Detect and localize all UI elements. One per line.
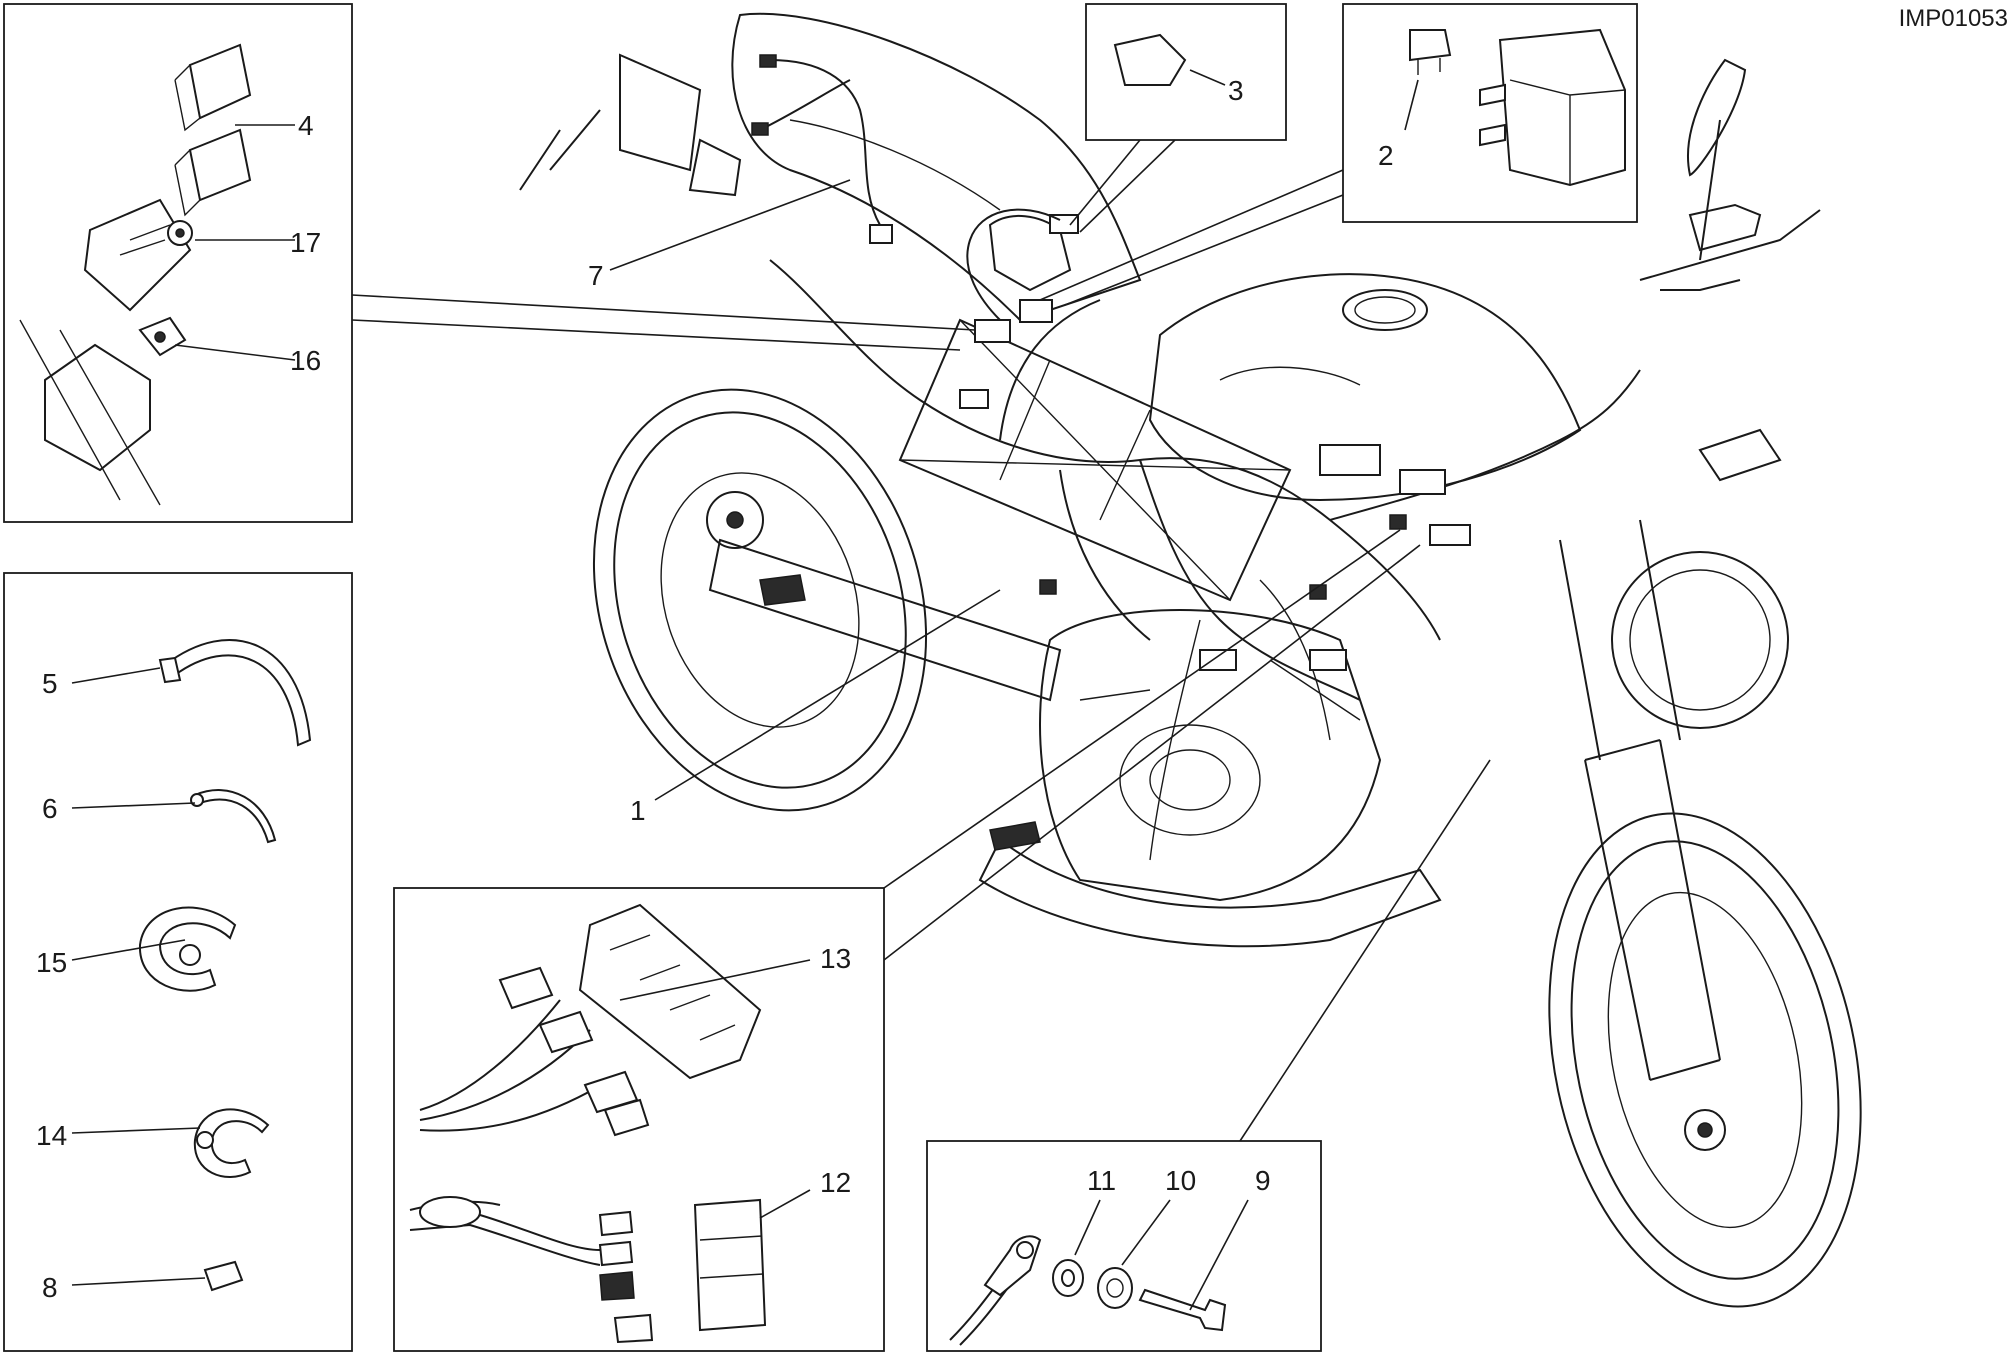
callout-4: 4 — [298, 110, 314, 141]
callout-10: 10 — [1165, 1165, 1196, 1196]
callout-3: 3 — [1228, 75, 1244, 106]
motorcycle-illustration — [519, 12, 1862, 1308]
callout-13: 13 — [820, 943, 851, 974]
callout-12: 12 — [820, 1167, 851, 1198]
drawing-code: IMP01053 — [1899, 5, 2008, 32]
inset-connector-3-box — [1085, 3, 1287, 141]
inset-clips-box — [3, 572, 353, 1352]
callout-16: 16 — [290, 345, 321, 376]
callout-1: 1 — [630, 795, 646, 826]
callout-8: 8 — [42, 1272, 58, 1303]
callout-6: 6 — [42, 793, 58, 824]
callout-11: 11 — [1087, 1165, 1116, 1196]
callout-14: 14 — [36, 1120, 67, 1151]
clips-drawing — [138, 639, 312, 1292]
tail-light-harness — [751, 54, 893, 244]
rear-wheel — [592, 388, 928, 812]
fuse-and-fusebox-drawing — [1409, 28, 1626, 187]
main-wiring-harness — [769, 259, 1641, 861]
connector-3-drawing — [1113, 33, 1187, 86]
connector-holders-drawing — [409, 903, 767, 1344]
relay-parts-drawing — [19, 43, 252, 506]
callout-17: 17 — [290, 227, 321, 258]
seat-electrics-cluster — [959, 208, 1079, 409]
callout-7: 7 — [588, 260, 604, 291]
callout-5: 5 — [42, 668, 58, 699]
callout-15: 15 — [36, 947, 67, 978]
callout-9: 9 — [1255, 1165, 1271, 1196]
ground-bolt-drawing — [949, 1235, 1227, 1346]
front-wheel — [1548, 812, 1862, 1308]
inset-ground-bolt-box — [926, 1140, 1322, 1352]
callout-2: 2 — [1378, 140, 1394, 171]
